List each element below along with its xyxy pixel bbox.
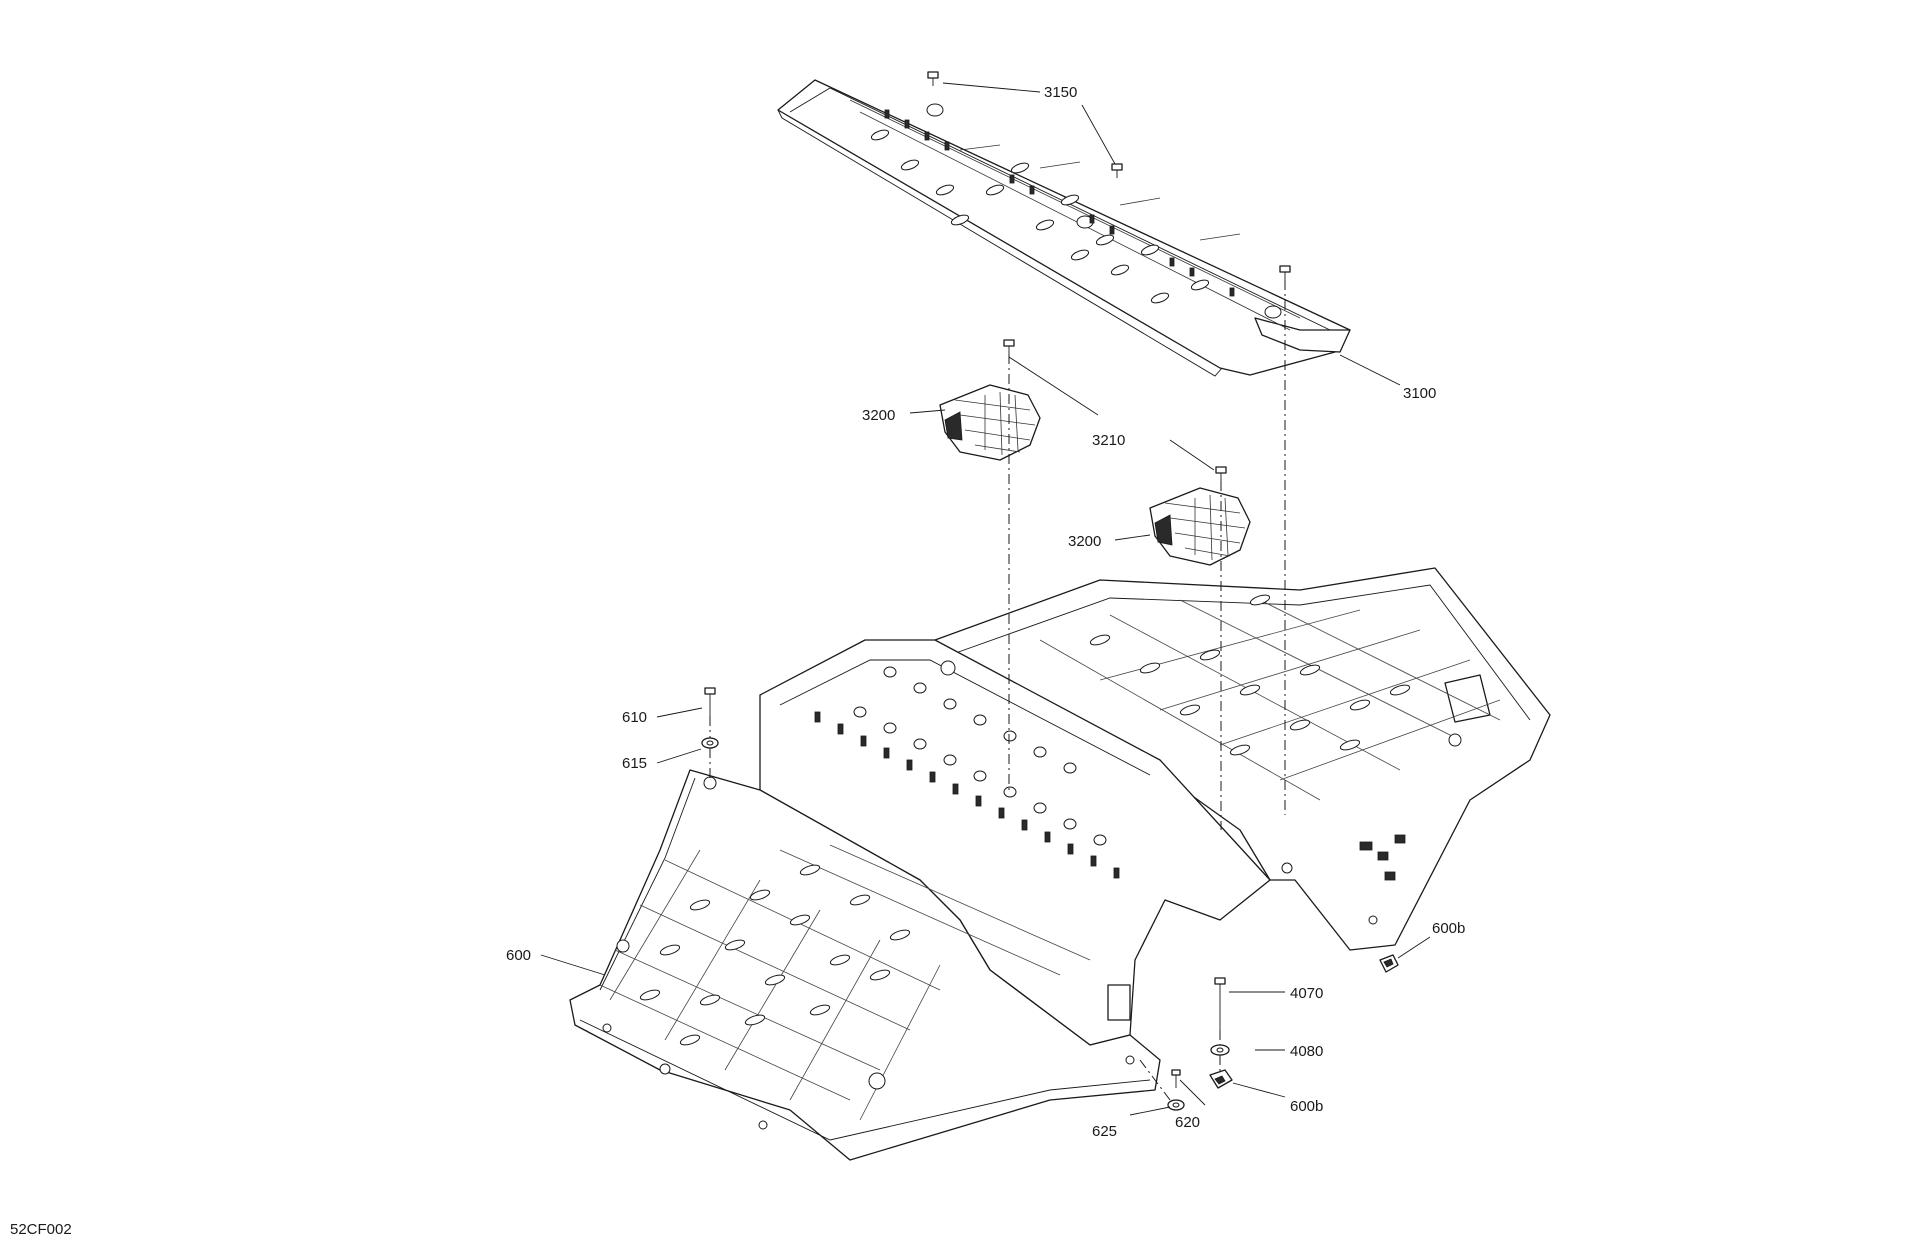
screw-4070 <box>1214 977 1226 1030</box>
bracket-3200-right <box>1149 487 1251 566</box>
leader-lines <box>540 82 1431 1116</box>
callout-620: 620 <box>1175 1114 1200 1131</box>
callout-610: 610 <box>622 709 647 726</box>
callout-4080: 4080 <box>1290 1043 1323 1060</box>
clip-nut-600b-bottom <box>1209 1069 1233 1089</box>
screw-3150-right <box>1279 265 1291 280</box>
callout-615: 615 <box>622 755 647 772</box>
washer-625 <box>1167 1099 1185 1111</box>
bracket-3200-left <box>939 384 1041 461</box>
callout-3200-left: 3200 <box>862 407 895 424</box>
screw-610 <box>704 687 716 716</box>
callout-600b-bottom: 600b <box>1290 1098 1323 1115</box>
callout-labels: 3150 3100 3210 3200 3200 610 615 600 600… <box>506 84 1465 1140</box>
callout-3150: 3150 <box>1044 84 1077 101</box>
screw-3150-top <box>927 71 939 86</box>
callout-625: 625 <box>1092 1123 1117 1140</box>
callout-3200-right: 3200 <box>1068 533 1101 550</box>
callout-3100: 3100 <box>1403 385 1436 402</box>
callout-600b-right: 600b <box>1432 920 1465 937</box>
assembly-lines <box>709 280 1286 1101</box>
callout-3210: 3210 <box>1092 432 1125 449</box>
screw-3210-right <box>1215 466 1227 481</box>
center-console-panel-3100 <box>777 79 1351 377</box>
washer-615 <box>701 737 719 749</box>
floor-pan-600 <box>569 567 1551 1161</box>
washer-4080 <box>1210 1044 1230 1056</box>
callout-4070: 4070 <box>1290 985 1323 1002</box>
callout-600: 600 <box>506 947 531 964</box>
screw-3210-left <box>1003 339 1015 354</box>
screw-3150-lower <box>1111 163 1123 178</box>
figure-code: 52CF002 <box>10 1221 72 1238</box>
screw-620 <box>1171 1069 1181 1088</box>
clip-nut-600b-right <box>1379 954 1399 973</box>
